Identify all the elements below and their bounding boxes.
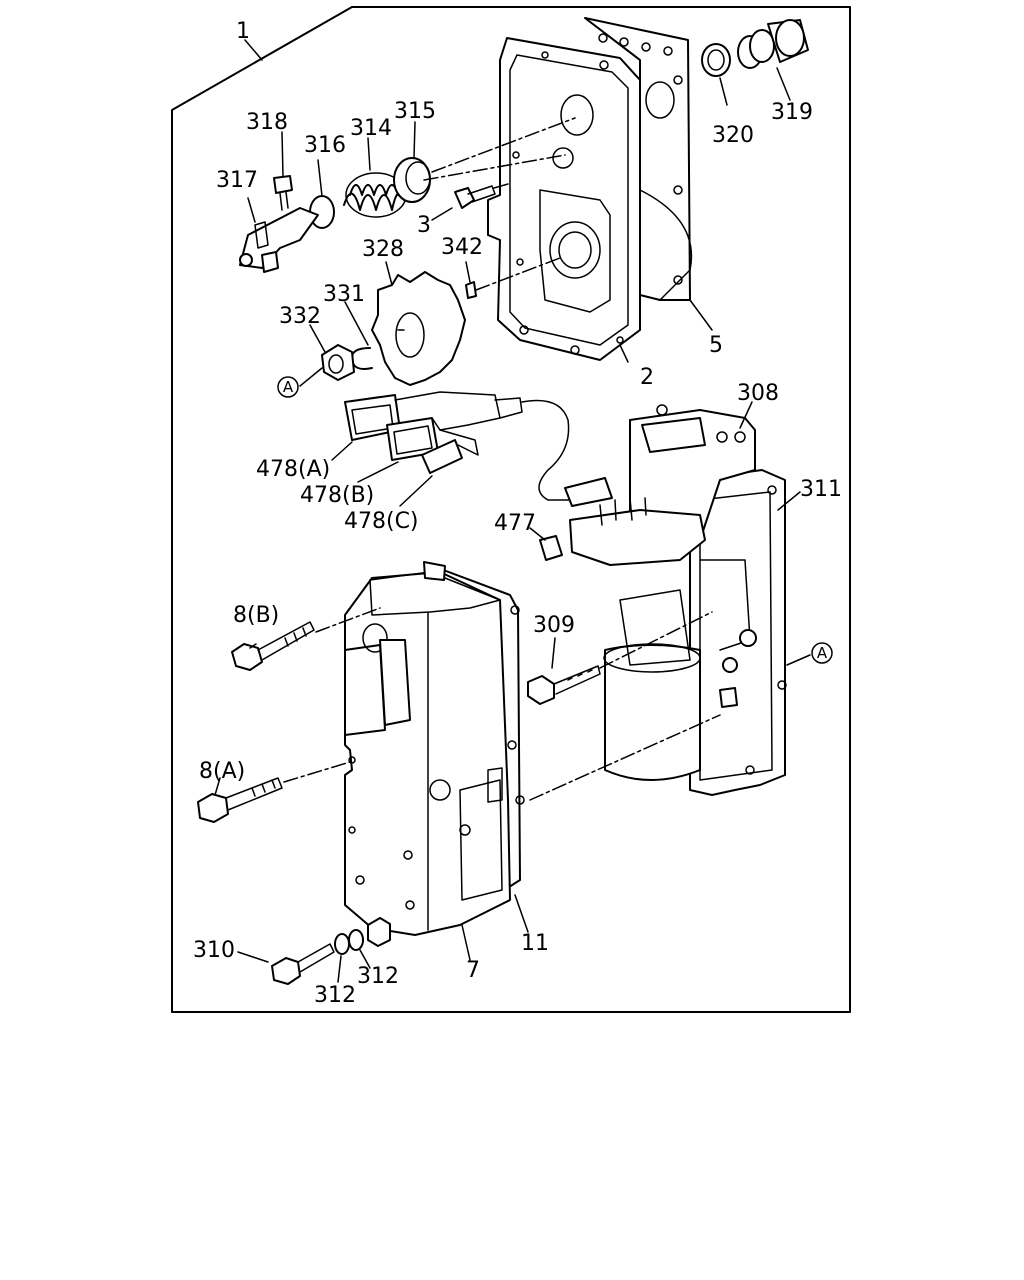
label-332: 332 xyxy=(279,304,321,329)
label-8a: 8(A) xyxy=(199,759,245,784)
label-1: 1 xyxy=(236,19,250,44)
label-312-right: 312 xyxy=(357,964,399,989)
label-312-bottom: 312 xyxy=(314,983,356,1008)
label-319: 319 xyxy=(771,100,813,125)
label-311: 311 xyxy=(800,477,842,502)
label-3: 3 xyxy=(417,213,431,238)
key-342 xyxy=(465,281,477,299)
gear-328 xyxy=(371,271,466,386)
svg-text:A: A xyxy=(283,378,294,396)
label-477: 477 xyxy=(494,511,536,536)
label-5: 5 xyxy=(709,333,723,358)
label-315: 315 xyxy=(394,99,436,124)
nut-332 xyxy=(321,344,355,381)
bolt-309 xyxy=(527,665,601,705)
label-328: 328 xyxy=(362,237,404,262)
reference-a-right: A xyxy=(811,642,833,664)
bolt-3 xyxy=(454,185,496,209)
reference-a-left: A xyxy=(277,376,299,398)
label-308: 308 xyxy=(737,381,779,406)
bolt-8a xyxy=(197,777,283,823)
label-342: 342 xyxy=(441,235,483,260)
bolt-318 xyxy=(273,175,293,211)
washers-312 xyxy=(334,917,391,955)
ring-331 xyxy=(350,347,373,370)
label-478a: 478(A) xyxy=(256,457,330,482)
actuator-assembly xyxy=(539,404,787,796)
label-11: 11 xyxy=(521,931,549,956)
label-331: 331 xyxy=(323,282,365,307)
label-478b: 478(B) xyxy=(300,483,374,508)
leader-lines xyxy=(214,39,811,983)
label-478c: 478(C) xyxy=(344,509,419,534)
upper-housing xyxy=(487,37,693,361)
label-314: 314 xyxy=(350,116,392,141)
lower-cover xyxy=(344,561,525,936)
bolt-310 xyxy=(271,943,335,985)
label-2: 2 xyxy=(640,365,654,390)
label-8b: 8(B) xyxy=(233,603,279,628)
lever-316-317 xyxy=(239,195,335,273)
washer-320 xyxy=(701,43,731,77)
label-318: 318 xyxy=(246,110,288,135)
label-7: 7 xyxy=(466,958,480,983)
label-320: 320 xyxy=(712,123,754,148)
label-316: 316 xyxy=(304,133,346,158)
bolt-8b xyxy=(231,621,315,671)
sleeve-315 xyxy=(393,157,431,203)
label-309: 309 xyxy=(533,613,575,638)
label-317: 317 xyxy=(216,168,258,193)
harness-478 xyxy=(344,391,571,501)
svg-text:A: A xyxy=(817,644,828,662)
assembly-frame xyxy=(171,6,851,1013)
plug-319 xyxy=(737,19,809,69)
label-310: 310 xyxy=(193,938,235,963)
